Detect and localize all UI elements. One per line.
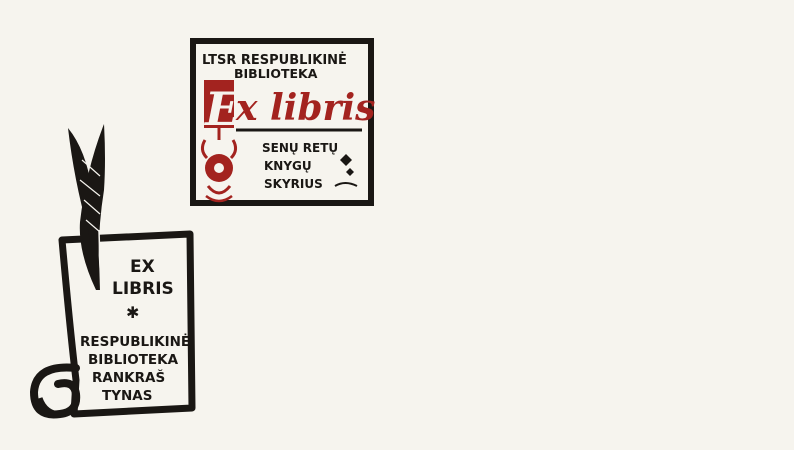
ex-libris-title: x libris [235, 87, 375, 129]
bookplate-scroll: EX LIBRIS ✱ RESPUBLIKINĖ BIBLIOTEKA RANK… [29, 124, 196, 419]
ornament-initial: E [200, 80, 241, 203]
bookplate-top: LTSR RESPUBLIKINĖ BIBLIOTEKA E x libris … [190, 38, 375, 206]
top-line-5: SKYRIUS [264, 177, 323, 191]
scroll-line-2: LIBRIS [112, 279, 174, 299]
initial-letter: E [203, 82, 241, 136]
scroll-line-5: RANKRAŠ [92, 368, 165, 386]
top-line-1: LTSR RESPUBLIKINĖ [202, 52, 347, 68]
top-line-2: BIBLIOTEKA [234, 66, 318, 81]
scroll-body [58, 230, 196, 418]
quill-icon [68, 124, 105, 301]
scroll-curl [29, 363, 81, 419]
scroll-line-1: EX [130, 257, 155, 277]
top-line-4: KNYGŲ [264, 159, 312, 173]
top-line-3: SENŲ RETŲ [262, 141, 338, 155]
ornament-flourish [334, 154, 358, 187]
star-icon: ✱ [126, 303, 139, 322]
scroll-line-6: TYNAS [102, 388, 152, 404]
scroll-line-3: RESPUBLIKINĖ [80, 333, 190, 350]
scroll-line-4: BIBLIOTEKA [88, 352, 179, 368]
